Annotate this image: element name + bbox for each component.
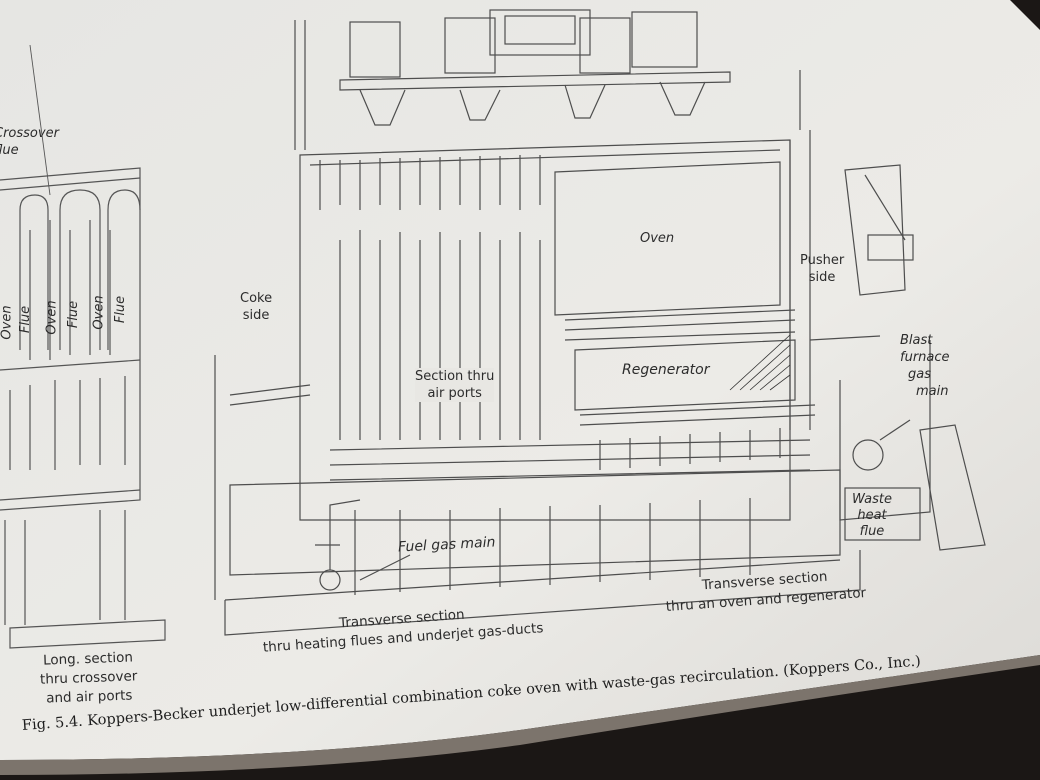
regenerator-label: Regenerator — [622, 362, 710, 378]
column-label-oven: Oven — [44, 300, 60, 335]
left-long-section — [0, 44, 166, 649]
oven-label: Oven — [640, 231, 675, 246]
blast-furnace-gas-main-label: Blast furnace gas main — [900, 333, 950, 399]
column-label-flue: Flue — [113, 295, 129, 324]
column-label-flue: Flue — [18, 305, 34, 334]
regenerator-checker-hatch — [729, 334, 791, 391]
column-label-oven: Oven — [91, 295, 107, 330]
page-shadow-edge — [0, 655, 1040, 775]
crossover-flue-label: Crossoverflue — [0, 126, 59, 158]
main-transverse-section — [214, 9, 986, 636]
column-label-flue: Flue — [66, 300, 82, 329]
column-label-oven: Oven — [0, 305, 15, 340]
